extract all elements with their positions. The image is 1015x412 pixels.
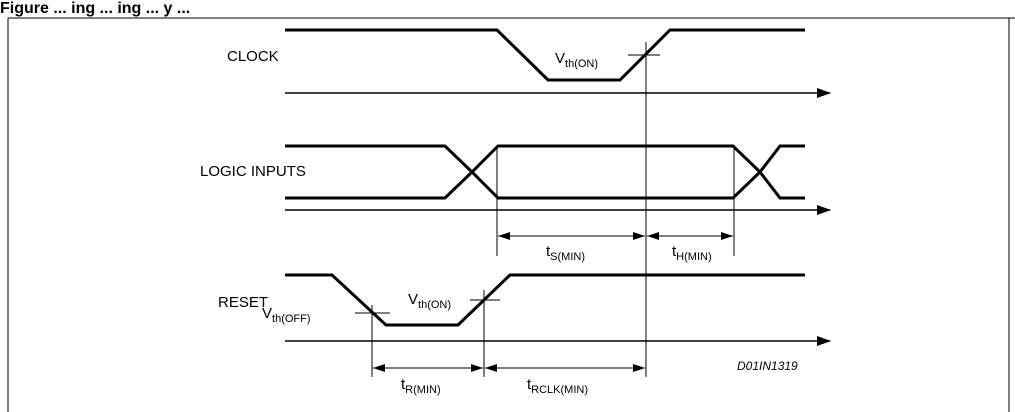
clock-threshold-on: Vth(ON) [555,50,598,70]
reset-label: RESET [218,294,268,311]
logic-inputs-label: LOGIC INPUTS [200,163,306,180]
drawing-code: D01IN1319 [737,359,798,373]
clock-waveform [285,28,805,82]
setup-time-label: tS(MIN) [546,243,585,263]
reset-to-clock-label: tRCLK(MIN) [527,376,588,396]
figure-caption: Figure ... ing ... ing ... y ... [0,0,190,17]
hold-time-label: tH(MIN) [672,243,712,263]
reset-threshold-off: Vth(OFF) [262,305,311,325]
logic-inputs-low [285,169,805,200]
reset-threshold-on: Vth(ON) [408,291,451,311]
clock-label: CLOCK [227,48,279,65]
logic-inputs-high [285,144,805,175]
reset-waveform [285,273,805,327]
reset-time-label: tR(MIN) [401,376,441,396]
